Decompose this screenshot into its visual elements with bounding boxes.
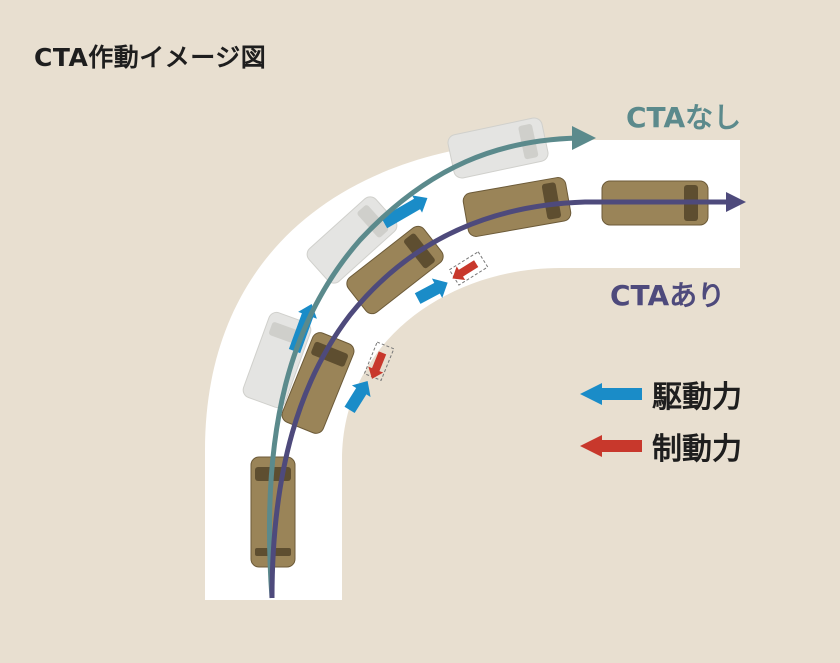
path-without-cta: [266, 133, 582, 599]
path-without-cta-arrowhead: [572, 126, 596, 150]
drive-arrow-1: [344, 381, 371, 414]
ghost-car-2: [306, 196, 398, 284]
path-with-cta-arrowhead: [726, 192, 746, 212]
legend-brake-label: 制動力: [652, 432, 742, 467]
label-without-cta: CTAなし: [626, 101, 742, 134]
diagram-title: CTA作動イメージ図: [34, 43, 267, 72]
drive-arrow-ghost-2: [381, 195, 428, 229]
path-with-cta: [269, 199, 730, 599]
label-with-cta: CTAあり: [610, 279, 726, 312]
legend-drive-label: 駆動力: [652, 380, 742, 415]
car-4: [462, 177, 572, 237]
brake-force-arrow-icon: [580, 435, 642, 457]
drive-arrow-2: [414, 278, 448, 304]
drive-force-arrow-icon: [580, 383, 642, 405]
legend-drive-force: 駆動力: [580, 372, 742, 416]
legend-brake-force: 制動力: [580, 424, 742, 468]
